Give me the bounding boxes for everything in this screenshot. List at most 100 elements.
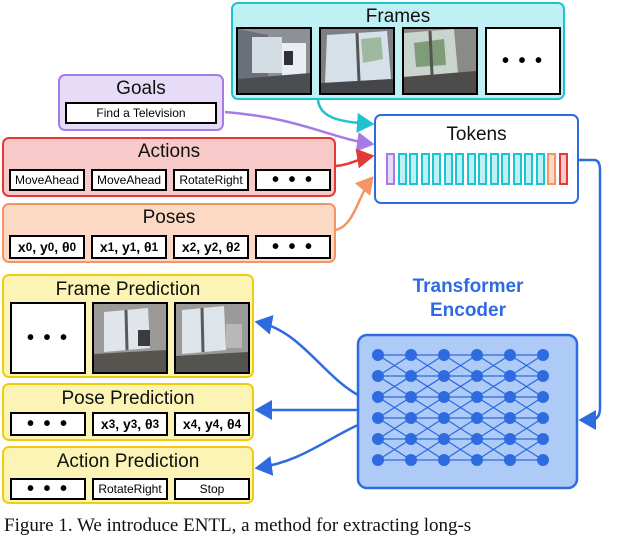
encoder-node-4-0 bbox=[504, 349, 516, 361]
encoder-node-2-2 bbox=[438, 391, 450, 403]
encoder-node-0-2 bbox=[372, 391, 384, 403]
goals-value: Find a Television bbox=[65, 102, 217, 124]
actions-more: • • • bbox=[255, 169, 331, 191]
frame-prediction-title: Frame Prediction bbox=[55, 279, 201, 300]
token-12 bbox=[512, 153, 522, 185]
encoder-node-3-2 bbox=[471, 391, 483, 403]
action-prediction-chip-1: RotateRight bbox=[92, 478, 168, 500]
frames-panel: Frames • • • bbox=[231, 2, 565, 100]
tokens-title: Tokens bbox=[446, 124, 507, 145]
token-5 bbox=[432, 153, 441, 185]
encoder-node-4-5 bbox=[504, 454, 516, 466]
poses-to-tokens-arrow bbox=[335, 176, 374, 232]
action-chip-1: MoveAhead bbox=[9, 169, 85, 191]
transformer-label-line2: Encoder bbox=[429, 300, 507, 321]
encoder-node-3-0 bbox=[471, 349, 483, 361]
encoder-node-1-5 bbox=[405, 454, 417, 466]
encoder-node-2-5 bbox=[438, 454, 450, 466]
encoder-node-5-0 bbox=[537, 349, 549, 361]
encoder-node-0-5 bbox=[372, 454, 384, 466]
encoder-node-1-4 bbox=[405, 433, 417, 445]
frame-prediction-more: • • • bbox=[10, 302, 86, 374]
goals-panel: Goals Find a Television bbox=[58, 74, 224, 131]
action-chip-3: RotateRight bbox=[173, 169, 249, 191]
token-14 bbox=[535, 153, 545, 185]
action-prediction-chip-2: Stop bbox=[174, 478, 250, 500]
frame-prediction-panel: Frame Prediction • • • bbox=[2, 274, 254, 378]
goals-to-tokens-arrow bbox=[224, 110, 375, 152]
encoder-node-3-5 bbox=[471, 454, 483, 466]
predicted-frame-2 bbox=[174, 302, 250, 374]
encoder-node-0-4 bbox=[372, 433, 384, 445]
token-3 bbox=[409, 153, 418, 185]
token-8 bbox=[466, 153, 476, 185]
tokens-panel: Tokens bbox=[374, 114, 579, 204]
token-strip bbox=[386, 153, 571, 187]
pose-prediction-title: Pose Prediction bbox=[61, 388, 195, 409]
token-9 bbox=[478, 153, 487, 185]
token-16 bbox=[558, 153, 568, 185]
token-1 bbox=[386, 153, 395, 185]
frame-image-2 bbox=[319, 27, 395, 95]
encoder-node-1-0 bbox=[405, 349, 417, 361]
actions-to-tokens-arrow bbox=[335, 148, 375, 169]
encoder-node-5-4 bbox=[537, 433, 549, 445]
predicted-frame-1 bbox=[92, 302, 168, 374]
encoder-node-4-2 bbox=[504, 391, 516, 403]
encoder-node-5-3 bbox=[537, 412, 549, 424]
encoder-node-1-2 bbox=[405, 391, 417, 403]
token-13 bbox=[524, 153, 533, 185]
token-4 bbox=[420, 153, 430, 185]
transformer-label-line1: Transformer bbox=[412, 276, 524, 297]
encoder-node-0-0 bbox=[372, 349, 384, 361]
token-15 bbox=[547, 153, 556, 185]
encoder-node-2-3 bbox=[438, 412, 450, 424]
actions-panel: Actions MoveAhead MoveAhead RotateRight … bbox=[2, 137, 336, 197]
encoder-node-1-3 bbox=[405, 412, 417, 424]
frames-title: Frames bbox=[365, 6, 431, 27]
encoder-node-1-1 bbox=[405, 370, 417, 382]
poses-title: Poses bbox=[142, 207, 196, 228]
encoder-node-5-2 bbox=[537, 391, 549, 403]
frames-more: • • • bbox=[485, 27, 561, 95]
action-prediction-title: Action Prediction bbox=[56, 451, 200, 472]
encoder-to-action-prediction-arrow bbox=[254, 423, 359, 476]
encoder-node-3-3 bbox=[471, 412, 483, 424]
encoder-to-frame-prediction-arrow bbox=[254, 314, 359, 397]
encoder-node-2-0 bbox=[438, 349, 450, 361]
frames-to-tokens-arrow bbox=[316, 99, 375, 133]
token-7 bbox=[455, 153, 464, 185]
frame-image-3 bbox=[402, 27, 478, 95]
action-prediction-panel: Action Prediction • • • RotateRight Stop bbox=[2, 446, 254, 504]
encoder-node-4-1 bbox=[504, 370, 516, 382]
token-6 bbox=[443, 153, 453, 185]
encoder-node-2-4 bbox=[438, 433, 450, 445]
encoder-node-4-3 bbox=[504, 412, 516, 424]
goals-title: Goals bbox=[116, 78, 166, 99]
figure-caption: Figure 1. We introduce ENTL, a method fo… bbox=[4, 515, 472, 536]
token-11 bbox=[501, 153, 510, 185]
encoder-node-3-1 bbox=[471, 370, 483, 382]
action-prediction-more: • • • bbox=[10, 478, 86, 500]
encoder-node-5-1 bbox=[537, 370, 549, 382]
token-10 bbox=[489, 153, 499, 185]
token-2 bbox=[397, 153, 407, 185]
pose-prediction-more: • • • bbox=[10, 412, 86, 436]
encoder-node-5-5 bbox=[537, 454, 549, 466]
actions-title: Actions bbox=[137, 141, 201, 162]
encoder-node-2-1 bbox=[438, 370, 450, 382]
poses-more: • • • bbox=[255, 235, 331, 259]
tokens-to-encoder-arrow bbox=[578, 158, 602, 430]
encoder-node-3-4 bbox=[471, 433, 483, 445]
frame-image-1 bbox=[236, 27, 312, 95]
transformer-encoder-box bbox=[356, 333, 579, 490]
encoder-node-0-1 bbox=[372, 370, 384, 382]
